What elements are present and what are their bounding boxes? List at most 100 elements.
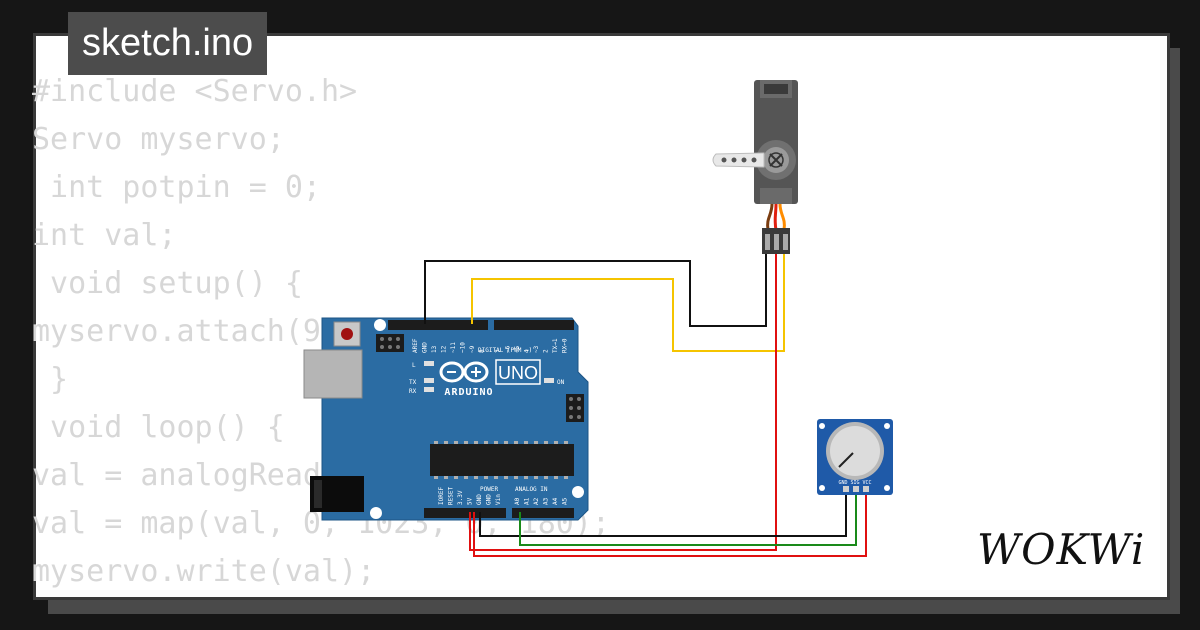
pot-pointer-icon bbox=[838, 452, 854, 468]
project-title[interactable]: sketch.ino bbox=[68, 12, 268, 75]
pin-label: Vin bbox=[495, 494, 502, 505]
chip-leg bbox=[514, 441, 518, 444]
pin-label: AREF bbox=[412, 338, 419, 353]
chip-leg bbox=[554, 441, 558, 444]
wire-pot-signal[interactable] bbox=[519, 490, 857, 546]
pin-label: IOREF bbox=[438, 487, 445, 505]
digital-header bbox=[388, 320, 574, 330]
pin-label: A1 bbox=[524, 497, 531, 505]
chip-leg bbox=[544, 476, 548, 479]
chip-leg bbox=[504, 441, 508, 444]
led-l-label: L bbox=[412, 362, 416, 369]
code-line: } bbox=[32, 362, 69, 397]
wire-servo-power[interactable] bbox=[469, 246, 777, 551]
chip-leg bbox=[514, 476, 518, 479]
code-line: void setup() { bbox=[32, 266, 303, 301]
pin-label: ~11 bbox=[450, 342, 457, 353]
chip-leg bbox=[554, 476, 558, 479]
atmega-chip bbox=[430, 441, 574, 479]
chip-leg bbox=[444, 476, 448, 479]
power-header bbox=[424, 508, 506, 518]
pin-label: 2 bbox=[543, 349, 550, 353]
pin-label: 7 bbox=[495, 349, 502, 353]
uno-badge bbox=[495, 359, 541, 385]
pin-label: A3 bbox=[543, 497, 550, 505]
chip-leg bbox=[524, 476, 528, 479]
icsp-header bbox=[376, 334, 404, 352]
analog-header bbox=[512, 508, 574, 518]
servo-motor[interactable] bbox=[712, 80, 798, 254]
led-on-label: ON bbox=[557, 379, 565, 386]
led-tx bbox=[424, 378, 434, 383]
chip-leg bbox=[504, 476, 508, 479]
pin-label: ~6 bbox=[505, 345, 512, 353]
potentiometer[interactable]: GND SIG VCC bbox=[817, 419, 893, 495]
code-line: int potpin = 0; bbox=[32, 170, 321, 205]
pin-label: ~5 bbox=[514, 345, 521, 353]
led-l bbox=[424, 361, 434, 366]
chip-leg bbox=[494, 441, 498, 444]
wire-pot-gnd[interactable] bbox=[479, 490, 847, 537]
chip-leg bbox=[474, 441, 478, 444]
chip-leg bbox=[544, 441, 548, 444]
wire-pot-vcc[interactable] bbox=[473, 490, 867, 557]
mount-hole bbox=[374, 319, 386, 331]
chip-leg bbox=[464, 476, 468, 479]
chip-leg bbox=[494, 476, 498, 479]
code-line: #include <Servo.h> bbox=[32, 74, 358, 109]
mount-hole bbox=[370, 507, 382, 519]
chip-leg bbox=[564, 441, 568, 444]
code-line: myservo.write(val); bbox=[32, 554, 376, 589]
chip-leg bbox=[484, 476, 488, 479]
servo-screw-icon bbox=[769, 153, 783, 167]
pin-label: 13 bbox=[431, 345, 438, 353]
pot-knob[interactable] bbox=[830, 426, 880, 476]
chip-leg bbox=[474, 476, 478, 479]
chip-leg bbox=[484, 441, 488, 444]
pin-label: TX→1 bbox=[552, 338, 559, 353]
chip-leg bbox=[434, 476, 438, 479]
code-line: myservo.attach(9); bbox=[32, 314, 358, 349]
led-rx bbox=[424, 387, 434, 392]
chip-leg bbox=[464, 441, 468, 444]
pin-label: 3.3V bbox=[457, 490, 464, 505]
digital-label: DIGITAL (PWM ~) bbox=[478, 347, 532, 354]
led-rx-label: RX bbox=[409, 388, 417, 395]
wokwi-logo[interactable]: WOKWi bbox=[977, 522, 1152, 574]
reset-button-cap bbox=[341, 328, 353, 340]
code-line: int val; bbox=[32, 218, 177, 253]
servo-horn bbox=[712, 152, 765, 168]
pin-label: GND bbox=[486, 494, 493, 505]
chip-leg bbox=[524, 441, 528, 444]
board-brand: ARDUINO bbox=[444, 387, 493, 398]
led-tx-label: TX bbox=[409, 379, 417, 386]
pin-label: GND bbox=[422, 342, 429, 353]
pin-label: 8 bbox=[479, 349, 486, 353]
pin-label: A4 bbox=[552, 497, 559, 505]
pin-label: A0 bbox=[514, 497, 521, 505]
pin-label: GND bbox=[476, 494, 483, 505]
chip-leg bbox=[534, 476, 538, 479]
board-model: UNO bbox=[498, 363, 538, 383]
wire-servo-signal[interactable] bbox=[471, 246, 785, 352]
preview-card bbox=[33, 33, 1170, 600]
chip-leg bbox=[534, 441, 538, 444]
pin-label: RESET bbox=[448, 487, 455, 505]
pin-label: 5V bbox=[467, 497, 474, 505]
pin-label: 12 bbox=[441, 345, 448, 353]
chip-leg bbox=[454, 476, 458, 479]
pin-label: ~9 bbox=[469, 345, 476, 353]
mount-hole bbox=[572, 486, 584, 498]
pin-label: A2 bbox=[533, 497, 540, 505]
chip-leg bbox=[444, 441, 448, 444]
chip-leg bbox=[564, 476, 568, 479]
usb-connector bbox=[303, 349, 363, 399]
analog-label: ANALOG IN bbox=[515, 486, 548, 493]
wire-servo-gnd[interactable] bbox=[424, 246, 767, 327]
pin-label: ~3 bbox=[533, 345, 540, 353]
